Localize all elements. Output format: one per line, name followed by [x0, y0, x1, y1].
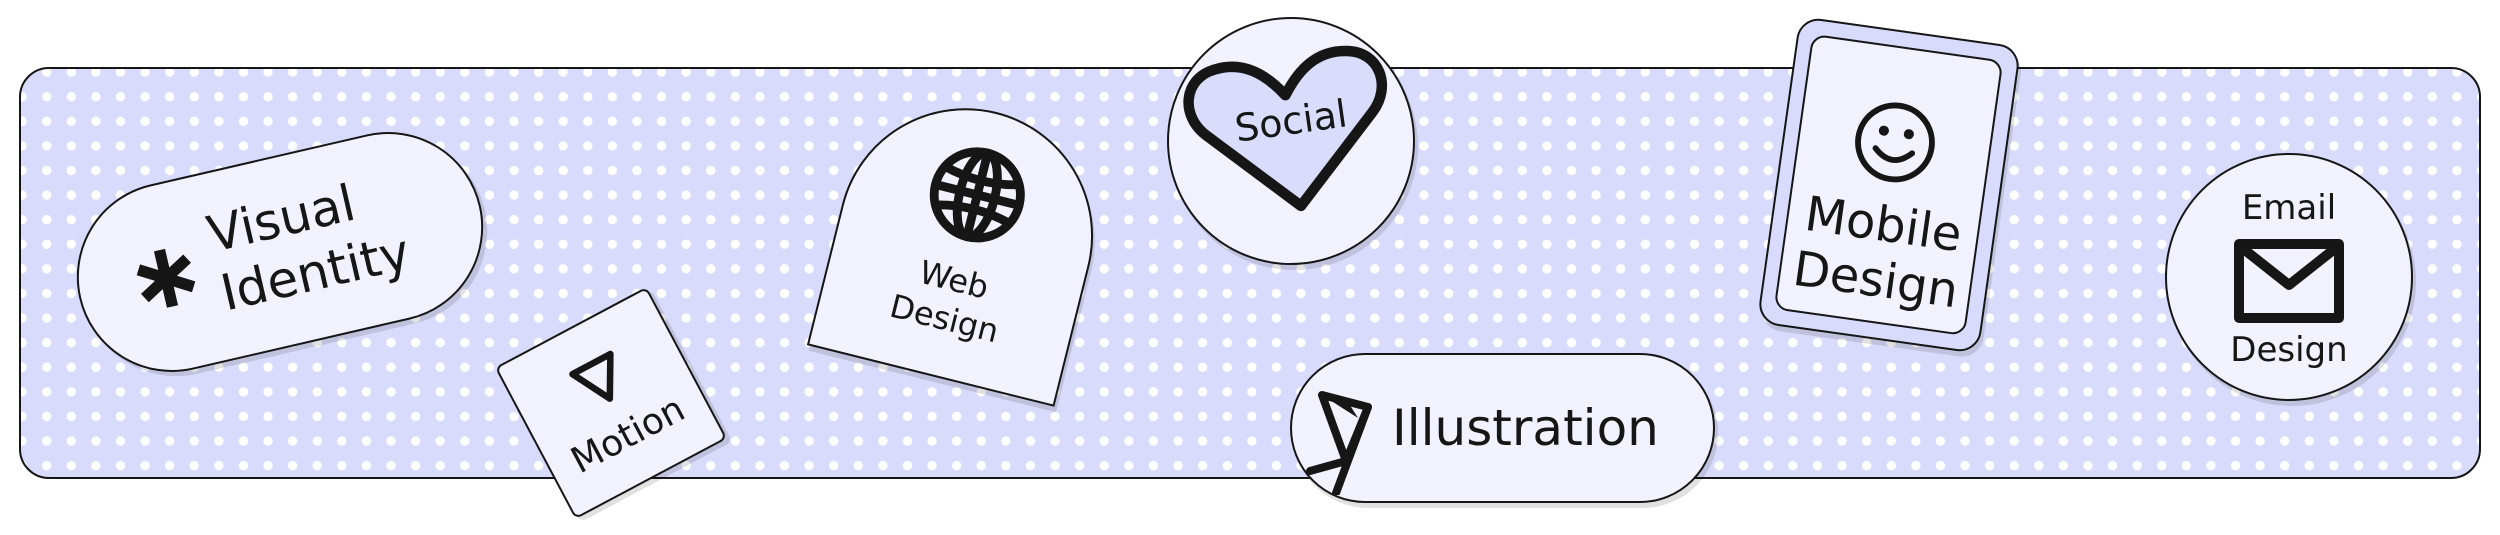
heart-icon [1183, 45, 1387, 212]
asterisk-icon [136, 248, 196, 308]
illustration-label: Illustration [1392, 399, 1659, 457]
social-sticker: Social [1167, 17, 1415, 265]
email-design-line1: Email [2241, 188, 2337, 228]
globe-icon [929, 147, 1025, 243]
pencil-icon [1306, 391, 1372, 495]
mobile-design-sticker: Mobile Design [1756, 15, 2022, 355]
smiley-icon [1855, 102, 1935, 183]
email-design-line2: Design [2230, 330, 2348, 370]
play-triangle-icon [569, 350, 614, 402]
web-design-sticker: Web Design [806, 81, 1121, 407]
motion-sticker: Motion [494, 286, 728, 520]
email-design-sticker: Email Design [2165, 153, 2413, 401]
illustration-sticker: Illustration [1290, 353, 1715, 503]
envelope-icon [2234, 239, 2344, 323]
visual-identity-sticker: Visual Identity [57, 113, 503, 391]
